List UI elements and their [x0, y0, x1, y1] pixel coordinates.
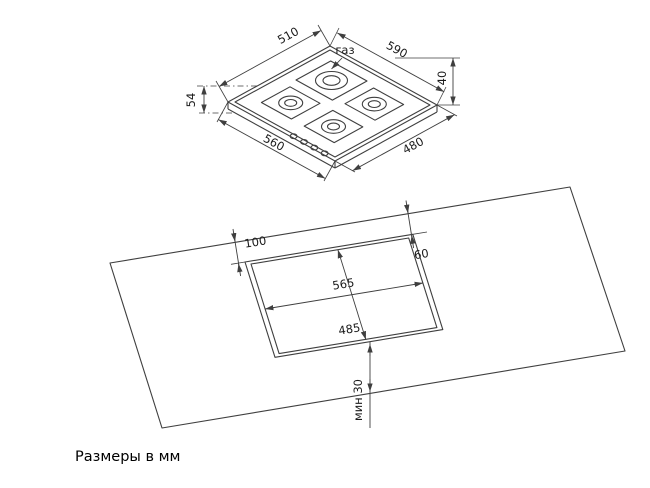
dimension-min-30: мин 30: [351, 341, 373, 428]
burner-rear: [295, 60, 368, 101]
dimension-40: 40: [395, 57, 460, 106]
dimension-60-label: 60: [413, 246, 430, 262]
dimension-min-30-label: мин 30: [351, 379, 365, 421]
gas-label: газ: [335, 43, 354, 57]
dimension-100: 100: [230, 228, 267, 277]
burner-left: [260, 86, 321, 120]
burner-right: [344, 87, 405, 121]
dimension-480: 480: [334, 104, 458, 173]
dimension-510: 510: [215, 24, 331, 103]
dimension-565: 565: [264, 275, 424, 311]
countertop: [109, 186, 626, 429]
cutout-opening: [244, 233, 444, 358]
dimension-560: 560: [216, 101, 336, 182]
dimension-54-label: 54: [184, 93, 198, 108]
hob-dimensions: 510 590 газ 40 54 560: [184, 24, 460, 182]
control-knobs: [289, 133, 329, 157]
dimension-54: 54: [184, 85, 257, 114]
dimension-590: 590: [329, 27, 447, 106]
dimension-565-label: 565: [331, 275, 355, 292]
burner-front: [303, 109, 364, 144]
countertop-cutout-view: 100 60 565 485 мин 30: [109, 186, 626, 429]
gas-connection-callout: газ: [331, 43, 355, 70]
dimension-100-label: 100: [243, 233, 267, 250]
cutout-dimensions: 100 60 565 485 мин 30: [230, 200, 430, 428]
dimension-60: 60: [404, 200, 430, 262]
dimension-485-label: 485: [337, 320, 361, 337]
dimension-480-label: 480: [400, 134, 426, 157]
units-note: Размеры в мм: [75, 449, 181, 465]
dimension-590-label: 590: [384, 38, 410, 61]
dimension-485: 485: [337, 249, 367, 340]
dimension-40-label: 40: [435, 71, 449, 86]
